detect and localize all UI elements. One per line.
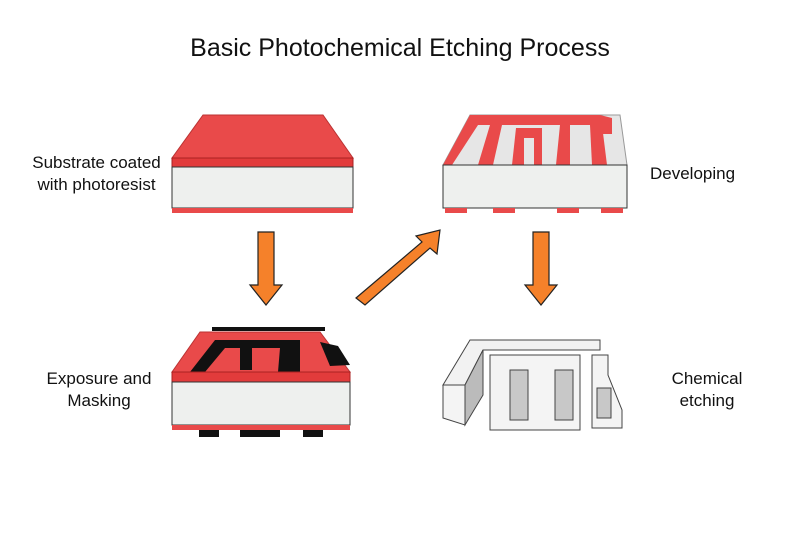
label-chemical-etching: Chemical etching xyxy=(660,368,754,412)
label-line: Exposure and xyxy=(46,369,152,388)
label-line: Developing xyxy=(650,164,736,183)
arrow-diagonal xyxy=(355,229,441,306)
label-line: etching xyxy=(679,391,735,410)
diagram-title: Basic Photochemical Etching Process xyxy=(190,34,610,62)
label-exposure-masking: Exposure and Masking xyxy=(36,368,162,412)
arrow-down-2 xyxy=(523,231,559,306)
label-developing: Developing xyxy=(650,163,735,185)
label-line: with photoresist xyxy=(37,175,156,194)
label-line: Chemical xyxy=(671,369,743,388)
arrow-down-1 xyxy=(248,231,284,306)
developing-block xyxy=(442,114,628,213)
substrate-coated-block xyxy=(171,114,354,213)
label-line: Substrate coated xyxy=(32,153,161,172)
chemical-etching-block xyxy=(442,339,623,431)
exposure-masking-block xyxy=(171,327,351,437)
label-line: Masking xyxy=(67,391,131,410)
label-substrate-coated: Substrate coated with photoresist xyxy=(25,152,168,196)
